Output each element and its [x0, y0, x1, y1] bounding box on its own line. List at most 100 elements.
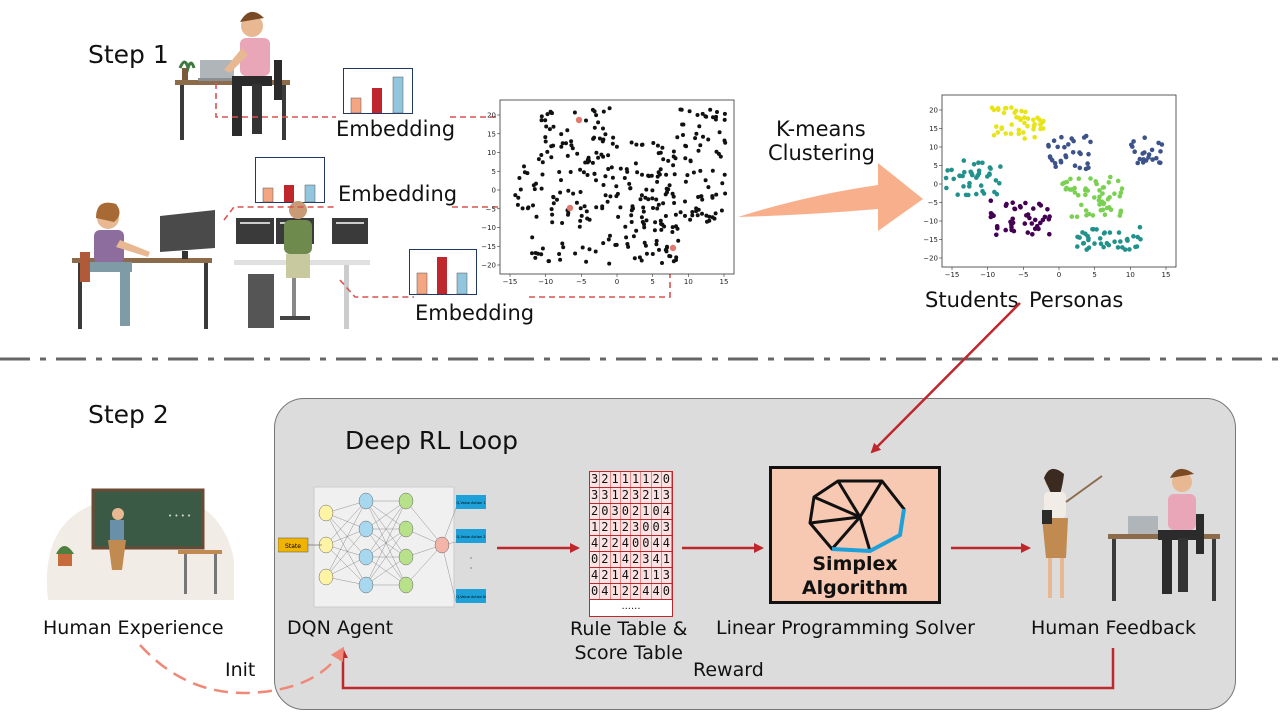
cluster-point: [970, 172, 975, 178]
scatter-point: [642, 225, 647, 230]
network-node: [318, 504, 334, 522]
scatter-point: [659, 227, 664, 232]
scatter-point: [722, 172, 727, 177]
scatter-point: [610, 175, 615, 180]
cluster-point: [1012, 206, 1017, 212]
cluster-point: [1008, 131, 1014, 136]
scatter-point: [658, 218, 663, 223]
scatter-point: [601, 154, 606, 159]
rule-table-cell: 1: [590, 520, 601, 535]
cluster-point: [1105, 196, 1111, 202]
cluster-point: [1017, 204, 1023, 209]
scatter-point: [516, 195, 521, 200]
scatter-point: [594, 113, 599, 118]
rule-table-cell: 3: [631, 520, 642, 535]
cluster-point: [1115, 178, 1121, 184]
rule-table-cell: 1: [641, 504, 652, 519]
y-tick-label: −5: [928, 199, 938, 207]
cluster-point: [1074, 214, 1080, 220]
rule-table-cell: 3: [590, 488, 601, 503]
cluster-point: [996, 107, 1001, 113]
rule-table-cell: 2: [600, 520, 611, 535]
scatter-point: [700, 197, 705, 202]
scatter-point: [722, 111, 727, 116]
highlighted-point: [669, 244, 677, 252]
cluster-point: [1063, 187, 1069, 192]
scatter-point: [603, 174, 608, 179]
cluster-point: [1025, 230, 1031, 235]
cluster-point: [1066, 142, 1071, 147]
rule-table-cell: 0: [631, 536, 642, 551]
scatter-point: [597, 136, 602, 141]
scatter-point: [654, 242, 659, 247]
cluster-point: [1001, 110, 1007, 116]
cluster-point: [1086, 236, 1091, 241]
scatter-point: [618, 205, 623, 210]
cluster-point: [976, 171, 982, 176]
x-tick-label: −5: [1018, 271, 1028, 279]
svg-text:·: ·: [470, 564, 473, 573]
personas-label: Personas: [1029, 288, 1124, 312]
cluster-point: [1022, 221, 1028, 226]
cluster-point: [1032, 135, 1037, 140]
cluster-point: [1069, 214, 1075, 219]
scatter-point: [578, 206, 583, 211]
cluster-point: [999, 126, 1004, 132]
cluster-point: [1083, 166, 1089, 172]
scatter-point: [518, 187, 523, 192]
scatter-point: [714, 192, 719, 197]
q-value-label-2: Q-Value Action 2: [457, 535, 486, 539]
y-tick-label: −20: [481, 262, 496, 270]
scatter-point: [664, 172, 669, 177]
scatter-point: [558, 257, 563, 262]
scatter-point: [578, 167, 583, 172]
svg-text:• • • •: • • • •: [168, 512, 191, 520]
cluster-point: [995, 225, 1000, 231]
rule-table-cell: 1: [611, 520, 621, 535]
scatter-point: [715, 110, 719, 114]
rule-table-cell: 1: [652, 488, 662, 503]
scatter-point: [642, 240, 647, 245]
scatter-point: [530, 251, 534, 256]
cluster-point: [994, 232, 999, 238]
scatter-point: [600, 204, 605, 209]
scatter-point: [596, 120, 601, 125]
cluster-point: [1083, 192, 1088, 198]
cluster-point: [1022, 115, 1027, 120]
scatter-point: [525, 171, 530, 176]
cluster-point: [1097, 236, 1103, 241]
rule-table-cell: 2: [600, 552, 611, 567]
rule-table-cell: 3: [590, 472, 601, 487]
cluster-point: [1084, 213, 1089, 218]
rule-table-cell: 4: [652, 536, 662, 551]
scatter-point: [530, 235, 535, 240]
kmeans-label: K-means: [776, 117, 866, 141]
cluster-point: [1009, 105, 1014, 110]
cluster-point: [1047, 231, 1052, 237]
scatter-point: [694, 131, 699, 136]
scatter-point: [701, 134, 705, 139]
scatter-point: [583, 160, 588, 165]
scatter-point: [671, 163, 676, 168]
scatter-point: [629, 140, 634, 145]
network-edge: [405, 544, 443, 586]
scatter-point: [551, 201, 556, 206]
scatter-point: [569, 143, 574, 148]
scatter-point: [643, 243, 648, 248]
rule-table-cell: 0: [652, 520, 662, 535]
scatter-point: [613, 243, 618, 247]
y-tick-label: −10: [481, 224, 496, 232]
network-edge: [365, 528, 407, 586]
cluster-point: [1090, 213, 1096, 218]
scatter-point: [711, 115, 715, 120]
scatter-point: [531, 203, 535, 208]
scatter-point: [655, 179, 660, 184]
x-tick-label: 0: [1057, 271, 1061, 279]
scatter-point: [594, 150, 599, 155]
scatter-point: [560, 221, 565, 225]
scatter-point: [723, 191, 728, 196]
scatter-point: [560, 141, 565, 146]
cluster-point: [1133, 244, 1138, 250]
